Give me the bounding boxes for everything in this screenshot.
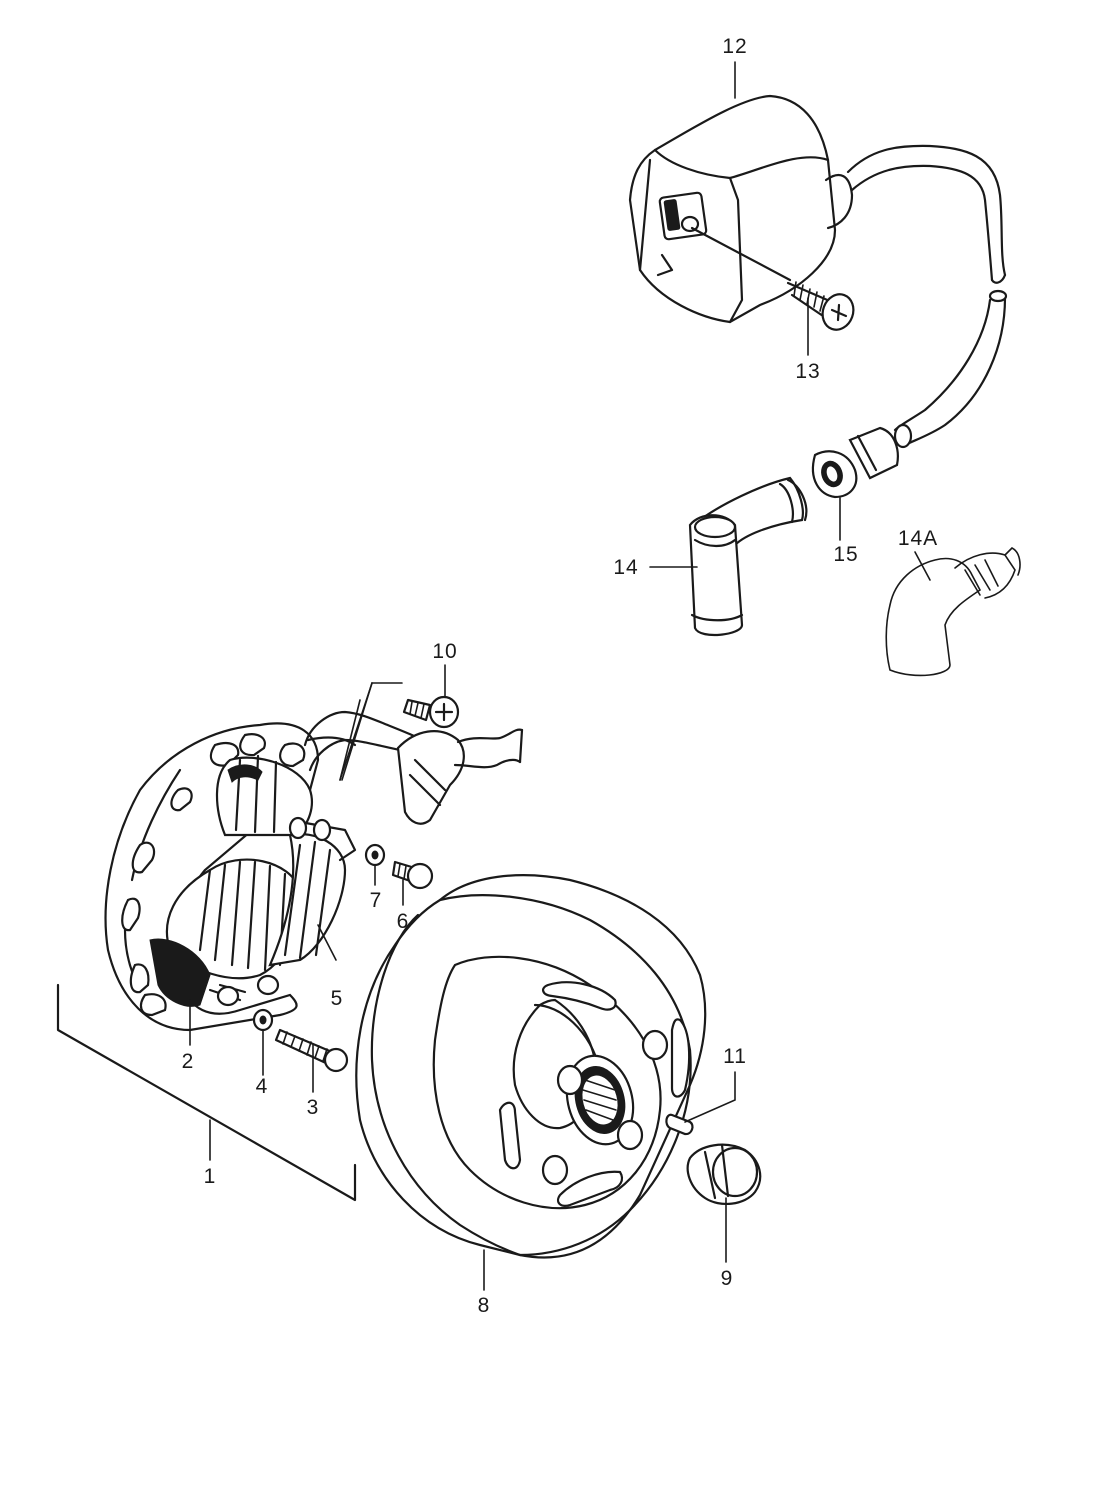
stator-assembly — [104, 722, 357, 1032]
callout-15: 15 — [833, 543, 858, 566]
plug-cap-fitting — [811, 426, 899, 499]
callout-4: 4 — [256, 1075, 269, 1098]
callout-7: 7 — [370, 889, 383, 912]
washer-4 — [252, 1008, 274, 1032]
screw-6 — [391, 860, 434, 890]
ignition-coil — [628, 94, 1007, 324]
callout-12: 12 — [722, 35, 747, 58]
callout-5: 5 — [331, 987, 344, 1010]
woodruff-key — [665, 1113, 694, 1136]
callout-2: 2 — [182, 1050, 195, 1073]
flywheel-rotor — [355, 874, 707, 1259]
stator-bolt — [402, 695, 460, 729]
callout-3: 3 — [307, 1096, 320, 1119]
stator-wiring — [303, 710, 524, 825]
callout-leaders — [189, 61, 931, 1291]
stator-bolt-leaders — [339, 682, 403, 781]
callout-13: 13 — [795, 360, 820, 383]
callout-1: 1 — [204, 1165, 217, 1188]
spark-plug-cap — [688, 476, 808, 637]
callout-14: 14 — [613, 556, 638, 579]
callout-9: 9 — [721, 1267, 734, 1290]
callout-11: 11 — [723, 1045, 747, 1068]
ht-lead — [893, 289, 1008, 449]
screw-3 — [274, 1028, 349, 1073]
callout-8: 8 — [478, 1294, 491, 1317]
flywheel-nut — [686, 1143, 762, 1206]
washer-7 — [364, 843, 386, 867]
callout-labels: 12 13 14 14A 15 10 7 6 5 2 4 3 11 1 9 8 — [182, 35, 938, 1317]
assembly-bracket — [56, 983, 357, 1202]
callout-14A: 14A — [898, 527, 938, 550]
coil-bolt — [690, 226, 855, 331]
callout-6: 6 — [397, 910, 410, 933]
spark-plug-cap-alt — [885, 547, 1021, 677]
callout-10: 10 — [432, 640, 457, 663]
